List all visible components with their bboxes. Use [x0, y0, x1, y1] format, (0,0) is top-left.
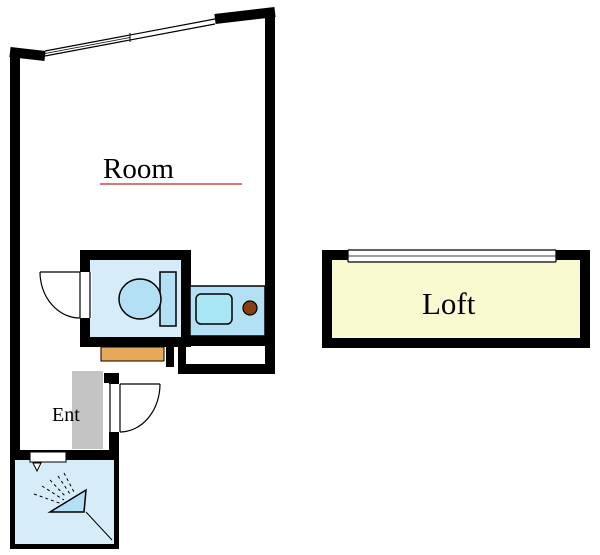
toilet-bowl-icon — [118, 278, 162, 320]
sink-icon — [195, 293, 233, 325]
stove-burner-icon — [242, 300, 258, 316]
front-door — [108, 383, 161, 433]
shower-room — [15, 450, 119, 544]
shower-spray-icon — [33, 472, 75, 505]
shower-head-icon — [47, 488, 87, 513]
entrance-label: Ent — [52, 404, 80, 426]
bathroom — [80, 250, 191, 347]
top-left-wall — [9, 47, 46, 61]
room-label: Room — [103, 153, 174, 185]
room-window — [44, 18, 216, 57]
kitchenette — [186, 285, 270, 346]
partition-wall — [166, 341, 174, 367]
toilet-tank — [159, 271, 177, 327]
loft: Loft — [322, 249, 590, 348]
bathroom-door — [39, 271, 92, 319]
shoe-shelf — [100, 346, 165, 362]
entrance-floor — [72, 371, 103, 449]
loft-label: Loft — [422, 286, 476, 321]
partition-wall-2 — [178, 341, 186, 373]
